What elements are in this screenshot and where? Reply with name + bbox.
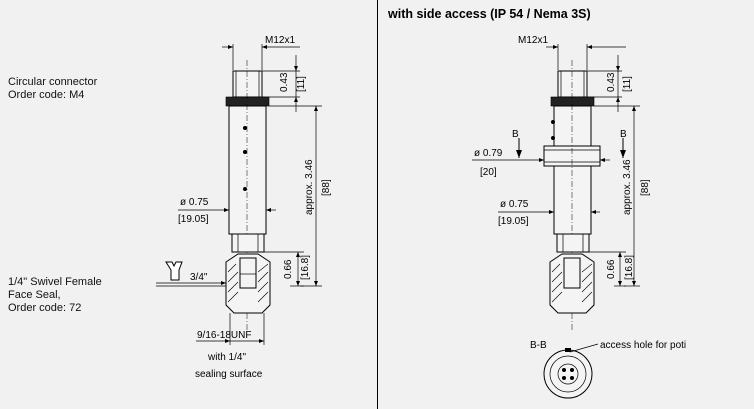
section-marker-left: B [512,129,522,158]
section-marker-right: B [620,129,627,158]
swivel-label-line1: 1/4" Swivel Female [8,276,102,288]
right-sensor-body-upper [553,105,592,147]
right-lower-neck [556,233,590,253]
left-sensor-body [228,105,267,235]
right-top-inch-label: 0.43 [606,72,617,92]
left-length-inch-label: approx. 3.46 [304,159,315,215]
right-length-dimension: approx. 3.46 [88] [594,105,651,287]
connector-label-line2: Order code: M4 [8,89,85,101]
swivel-label-line2: Face Seal, [8,289,61,301]
left-drawing: M12x1 0.43 [11] a [156,35,332,380]
right-sensor-body-lower [553,165,592,235]
connector-label-line1: Circular connector [8,76,98,88]
left-top-mm-label: [11] [296,76,307,92]
right-dia-inch-label: ø 0.75 [500,199,529,210]
left-fitting-inch-label: 0.66 [283,259,294,279]
left-length-mm-label: [88] [321,179,332,196]
right-swivel-fitting [549,253,595,314]
right-dia-mm-label: [19.05] [498,216,529,227]
left-fitting-dimension: 0.66 [16.8] [264,251,311,287]
right-side-dia-mm-label: [20] [480,167,497,178]
right-drawing: M12x1 0.43 [11] B [472,35,686,399]
left-top-dimension: 0.43 [11] [262,55,307,112]
left-hex-size-label: 3/4" [190,272,208,283]
right-fitting-dimension: 0.66 [16.8] [589,251,635,287]
right-thread-label: M12x1 [518,35,548,46]
left-diameter-dimension: ø 0.75 [19.05] [178,197,276,225]
right-side-dia-inch-label: ø 0.79 [474,148,503,159]
left-knurled-ring [225,96,270,107]
left-dia-mm-label: [19.05] [178,214,209,225]
left-length-dimension: approx. 3.46 [88] [269,105,332,287]
left-bottom-note1: with 1/4" [207,352,246,363]
right-fitting-inch-label: 0.66 [606,259,617,279]
left-fitting-mm-label: [16.8] [300,255,311,280]
right-top-dimension: 0.43 [11] [587,55,633,112]
left-bottom-note2: sealing surface [195,369,263,380]
left-swivel-fitting [225,253,271,314]
left-top-inch-label: 0.43 [279,72,290,92]
section-bb-label: B-B [530,340,547,351]
right-knurled-ring [550,96,595,107]
left-dia-inch-label: ø 0.75 [180,197,209,208]
wrench-icon: 3/4" [156,261,226,287]
section-b-right-label: B [620,129,627,140]
left-bottom-dimension: 9/16-18UNF with 1/4" sealing surface [195,313,265,380]
right-side-diameter-dimension: ø 0.79 [20] [472,148,610,178]
section-bb-view: B-B access hole for poti [530,340,686,399]
right-connector-top [557,70,588,98]
access-hole-label: access hole for poti [600,340,686,351]
right-length-inch-label: approx. 3.46 [622,159,633,215]
right-fitting-mm-label: [16.8] [624,255,635,280]
left-thread-label: M12x1 [265,35,295,46]
right-diameter-dimension: ø 0.75 [19.05] [498,199,600,227]
section-b-left-label: B [512,129,519,140]
left-connector-top [232,70,263,98]
panel-divider [377,0,378,409]
right-top-mm-label: [11] [622,76,633,92]
swivel-label-line3: Order code: 72 [8,302,82,314]
right-thread-dimension: M12x1 [518,35,626,70]
right-panel-title: with side access (IP 54 / Nema 3S) [388,7,591,21]
left-bottom-thread-label: 9/16-18UNF [197,330,251,341]
right-length-mm-label: [88] [640,179,651,196]
left-lower-neck [231,233,265,253]
left-thread-dimension: M12x1 [222,35,300,70]
